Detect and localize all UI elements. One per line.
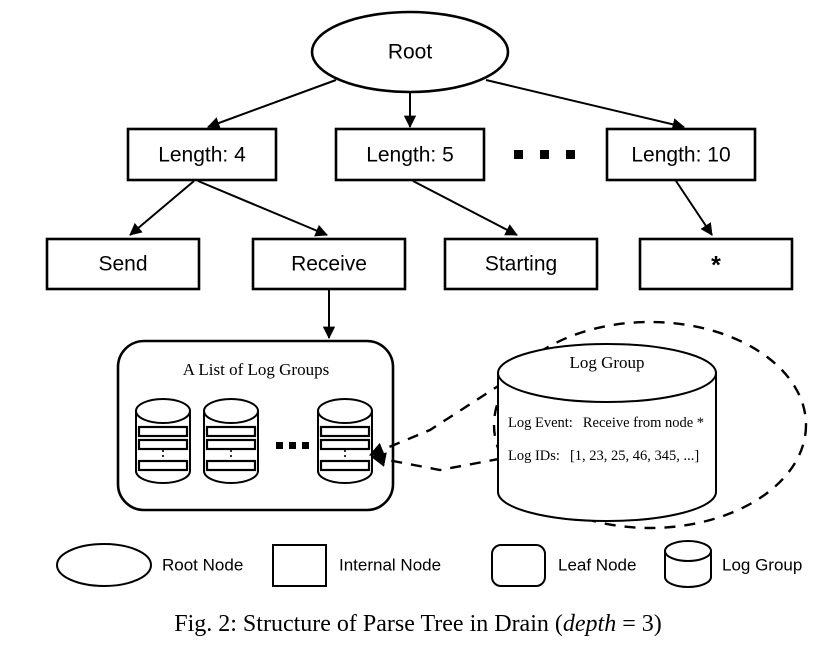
log-group-cylinder-3[interactable] bbox=[317, 398, 373, 484]
legend: Root Node Internal Node Leaf Node Log Gr… bbox=[56, 540, 802, 588]
legend-item-root-node-label: Root Node bbox=[162, 555, 243, 574]
leaf-node-send-label: Send bbox=[98, 253, 147, 276]
callout-dashed-ellipse bbox=[492, 320, 808, 530]
internal-node-length-4-box bbox=[126, 127, 278, 182]
callout-connector-upper bbox=[368, 370, 521, 457]
edge-length5-to-starting bbox=[412, 180, 518, 236]
internal-node-length-10-label: Length: 10 bbox=[631, 144, 730, 167]
internal-node-length-4-label: Length: 4 bbox=[158, 144, 246, 167]
internal-nodes-ellipsis bbox=[514, 150, 575, 159]
leaf-node-send-box bbox=[45, 237, 201, 291]
legend-item-internal-node: Internal Node bbox=[272, 544, 441, 587]
leaf-node-wildcard-box bbox=[638, 237, 794, 291]
edge-length4-to-receive bbox=[197, 180, 328, 237]
leaf-node-receive-label: Receive bbox=[291, 253, 367, 276]
legend-item-leaf-node: Leaf Node bbox=[491, 544, 636, 587]
log-group-list-container[interactable]: A List of Log Groups bbox=[116, 339, 395, 512]
legend-item-internal-node-label: Internal Node bbox=[339, 555, 441, 574]
log-group-cylinder-2[interactable] bbox=[203, 398, 259, 484]
legend-item-leaf-node-label: Leaf Node bbox=[558, 555, 636, 574]
callout-connector-lower bbox=[370, 452, 521, 472]
leaf-node-receive[interactable]: Receive bbox=[251, 237, 407, 291]
leaf-node-wildcard[interactable]: * bbox=[638, 237, 794, 291]
log-group-detail[interactable]: Log Group Log Event:Receive from node * … bbox=[497, 343, 717, 522]
internal-node-length-10-box bbox=[605, 127, 757, 182]
legend-rectangle-icon bbox=[272, 544, 327, 587]
log-group-cylinders-ellipsis bbox=[276, 442, 309, 449]
legend-ellipse-icon bbox=[56, 543, 152, 587]
root-node[interactable]: Root bbox=[310, 10, 510, 94]
internal-node-length-10[interactable]: Length: 10 bbox=[605, 127, 757, 182]
log-group-cylinder-1[interactable] bbox=[135, 398, 191, 484]
legend-cylinder-icon-top bbox=[664, 540, 712, 562]
leaf-node-starting-box bbox=[443, 237, 599, 291]
legend-item-log-group-label: Log Group bbox=[722, 555, 802, 574]
log-group-detail-title: Log Group bbox=[569, 353, 644, 372]
figure-caption: Fig. 2: Structure of Parse Tree in Drain… bbox=[174, 611, 661, 637]
legend-item-root-node: Root Node bbox=[56, 543, 243, 587]
leaf-node-send[interactable]: Send bbox=[45, 237, 201, 291]
leaf-node-starting-label: Starting bbox=[485, 253, 557, 276]
edge-length4-to-send bbox=[129, 180, 195, 236]
root-node-label: Root bbox=[388, 41, 433, 64]
internal-node-length-5-box bbox=[334, 127, 486, 182]
log-group-detail-field-1: Log IDs:[1, 23, 25, 46, 345, ...] bbox=[508, 448, 699, 464]
internal-node-length-4[interactable]: Length: 4 bbox=[126, 127, 278, 182]
leaf-node-wildcard-label: * bbox=[711, 252, 721, 280]
internal-node-length-5-label: Length: 5 bbox=[366, 144, 454, 167]
log-group-detail-body bbox=[497, 372, 717, 522]
legend-item-log-group: Log Group bbox=[664, 540, 802, 588]
log-group-list-title: A List of Log Groups bbox=[183, 360, 329, 379]
leaf-node-starting[interactable]: Starting bbox=[443, 237, 599, 291]
log-group-detail-field-0: Log Event:Receive from node * bbox=[508, 415, 704, 431]
edge-root-to-length4 bbox=[207, 79, 337, 129]
edge-root-to-length10 bbox=[485, 79, 685, 131]
root-node-ellipse bbox=[310, 10, 510, 94]
log-group-detail-top bbox=[497, 343, 717, 403]
internal-node-length-5[interactable]: Length: 5 bbox=[334, 127, 486, 182]
edge-length10-to-wildcard bbox=[675, 180, 713, 236]
leaf-node-receive-box bbox=[251, 237, 407, 291]
legend-rounded-rectangle-icon bbox=[491, 544, 546, 587]
